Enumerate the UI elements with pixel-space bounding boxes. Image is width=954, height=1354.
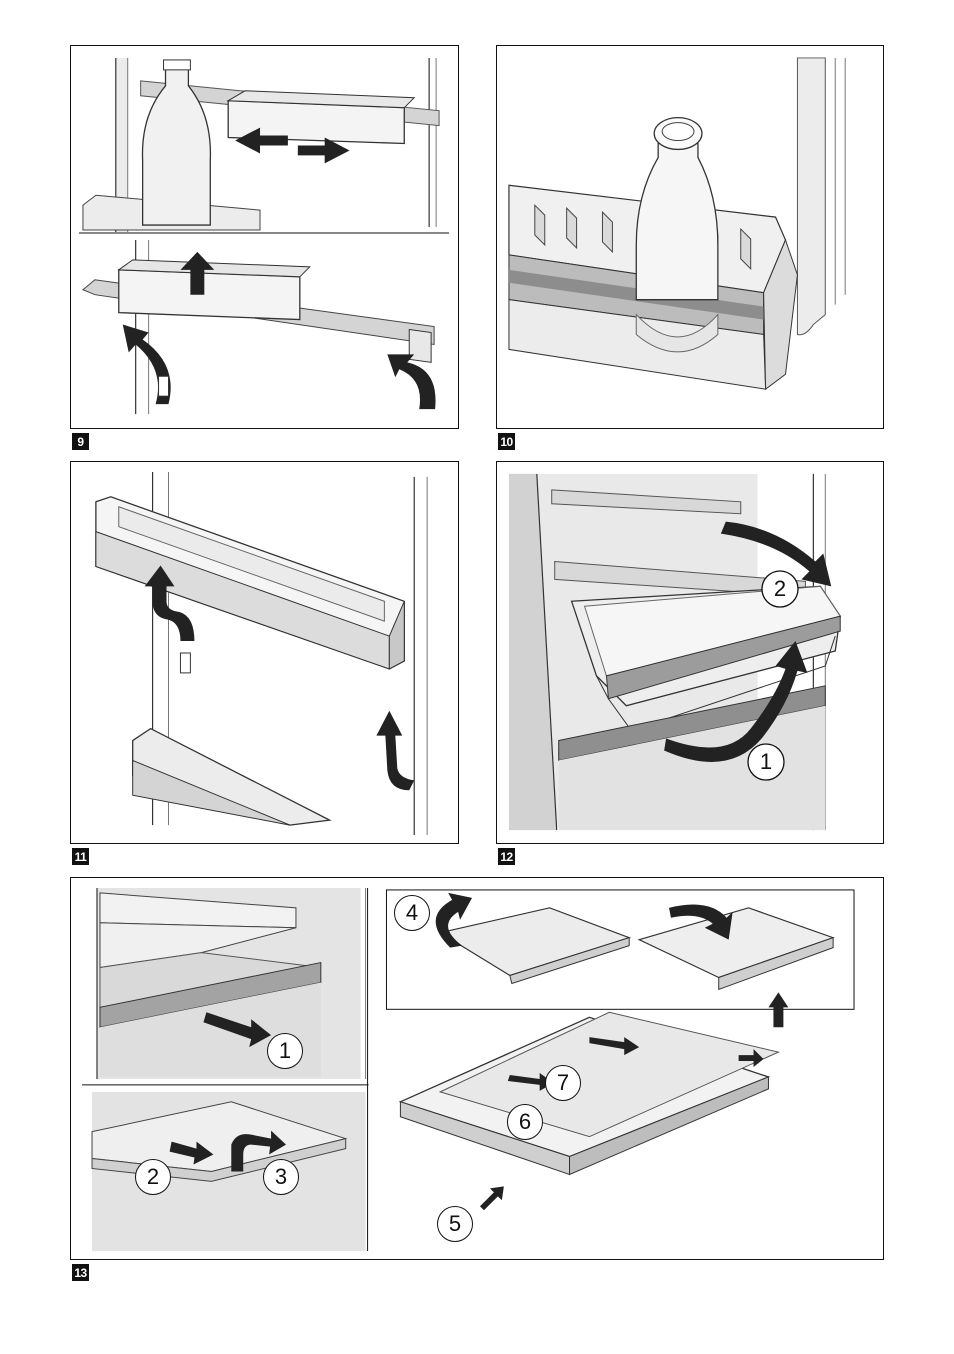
figure-11-illustration bbox=[71, 462, 458, 843]
figure-9-panel bbox=[70, 45, 459, 429]
figure-10-panel bbox=[496, 45, 884, 429]
figure-13-step-5: 5 bbox=[437, 1206, 473, 1242]
figure-12-step-1: 1 bbox=[746, 749, 786, 775]
figure-10-illustration bbox=[497, 46, 883, 428]
figure-12-illustration bbox=[497, 462, 883, 843]
figure-13-number: 13 bbox=[72, 1264, 89, 1281]
figure-12-step-2: 2 bbox=[760, 576, 800, 602]
figure-13-step-4: 4 bbox=[394, 895, 430, 931]
figure-13-step-1: 1 bbox=[267, 1033, 303, 1069]
figure-9-illustration bbox=[71, 46, 458, 428]
figure-12-number: 12 bbox=[498, 848, 515, 865]
figure-13-step-2: 2 bbox=[135, 1159, 171, 1195]
figure-13-panel: 1 2 3 4 5 6 7 bbox=[70, 877, 884, 1260]
figure-13-step-6: 6 bbox=[507, 1104, 543, 1140]
figure-13-step-7: 7 bbox=[545, 1065, 581, 1101]
figure-12-panel: 2 1 bbox=[496, 461, 884, 844]
figure-11-panel bbox=[70, 461, 459, 844]
figure-10-number: 10 bbox=[498, 433, 515, 450]
figure-11-number: 11 bbox=[72, 848, 89, 865]
figure-9-number: 9 bbox=[72, 433, 89, 450]
figure-13-step-3: 3 bbox=[263, 1159, 299, 1195]
figure-13-illustration bbox=[71, 878, 883, 1259]
